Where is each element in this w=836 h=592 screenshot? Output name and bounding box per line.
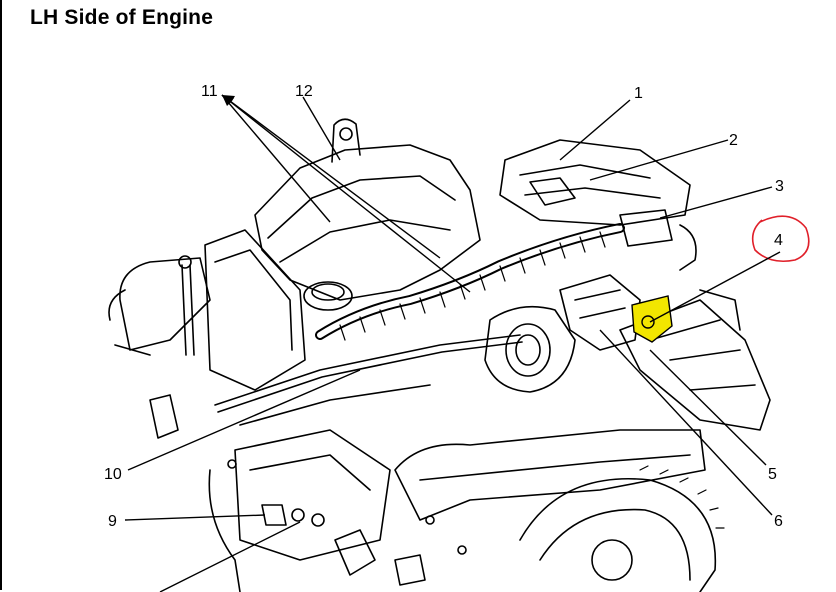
- air-intake-duct: [619, 299, 771, 431]
- leader-11a: [221, 94, 331, 223]
- leader-9: [124, 514, 266, 521]
- lifting-eye: [331, 118, 361, 163]
- leader-5: [649, 349, 767, 466]
- callout-2: 2: [729, 132, 738, 149]
- oil-filler-cap: [303, 281, 353, 311]
- callout-6: 6: [774, 513, 783, 530]
- callout-10: 10: [104, 466, 122, 483]
- callout-3: 3: [775, 178, 784, 195]
- ignition-module: [499, 139, 691, 226]
- callout-9: 9: [108, 513, 117, 530]
- leader-3: [659, 186, 773, 219]
- flywheel: [519, 478, 717, 592]
- throttle-body: [484, 305, 576, 393]
- leader-6: [599, 329, 773, 516]
- leader-1: [559, 99, 631, 161]
- exhaust-manifold: [394, 429, 706, 521]
- leader-2: [589, 139, 729, 181]
- callout-4: 4: [774, 232, 783, 249]
- leader-4: [649, 251, 781, 323]
- leader-10: [127, 369, 361, 471]
- valve-cover-front: [204, 229, 306, 391]
- highlighted-part-4: [631, 295, 673, 343]
- callout-5: 5: [768, 466, 777, 483]
- callout-11: 11: [201, 83, 218, 100]
- leader-11b: [221, 94, 441, 259]
- leader-11c: [221, 94, 471, 293]
- oxygen-sensor: [261, 504, 287, 526]
- fuel-rail: [214, 334, 521, 406]
- callout-1: 1: [634, 85, 643, 102]
- leader-12: [302, 96, 341, 161]
- leader-bottom: [159, 521, 301, 592]
- red-highlight-circle: [751, 215, 810, 263]
- callout-12: 12: [295, 83, 313, 100]
- page-title: LH Side of Engine: [30, 6, 214, 29]
